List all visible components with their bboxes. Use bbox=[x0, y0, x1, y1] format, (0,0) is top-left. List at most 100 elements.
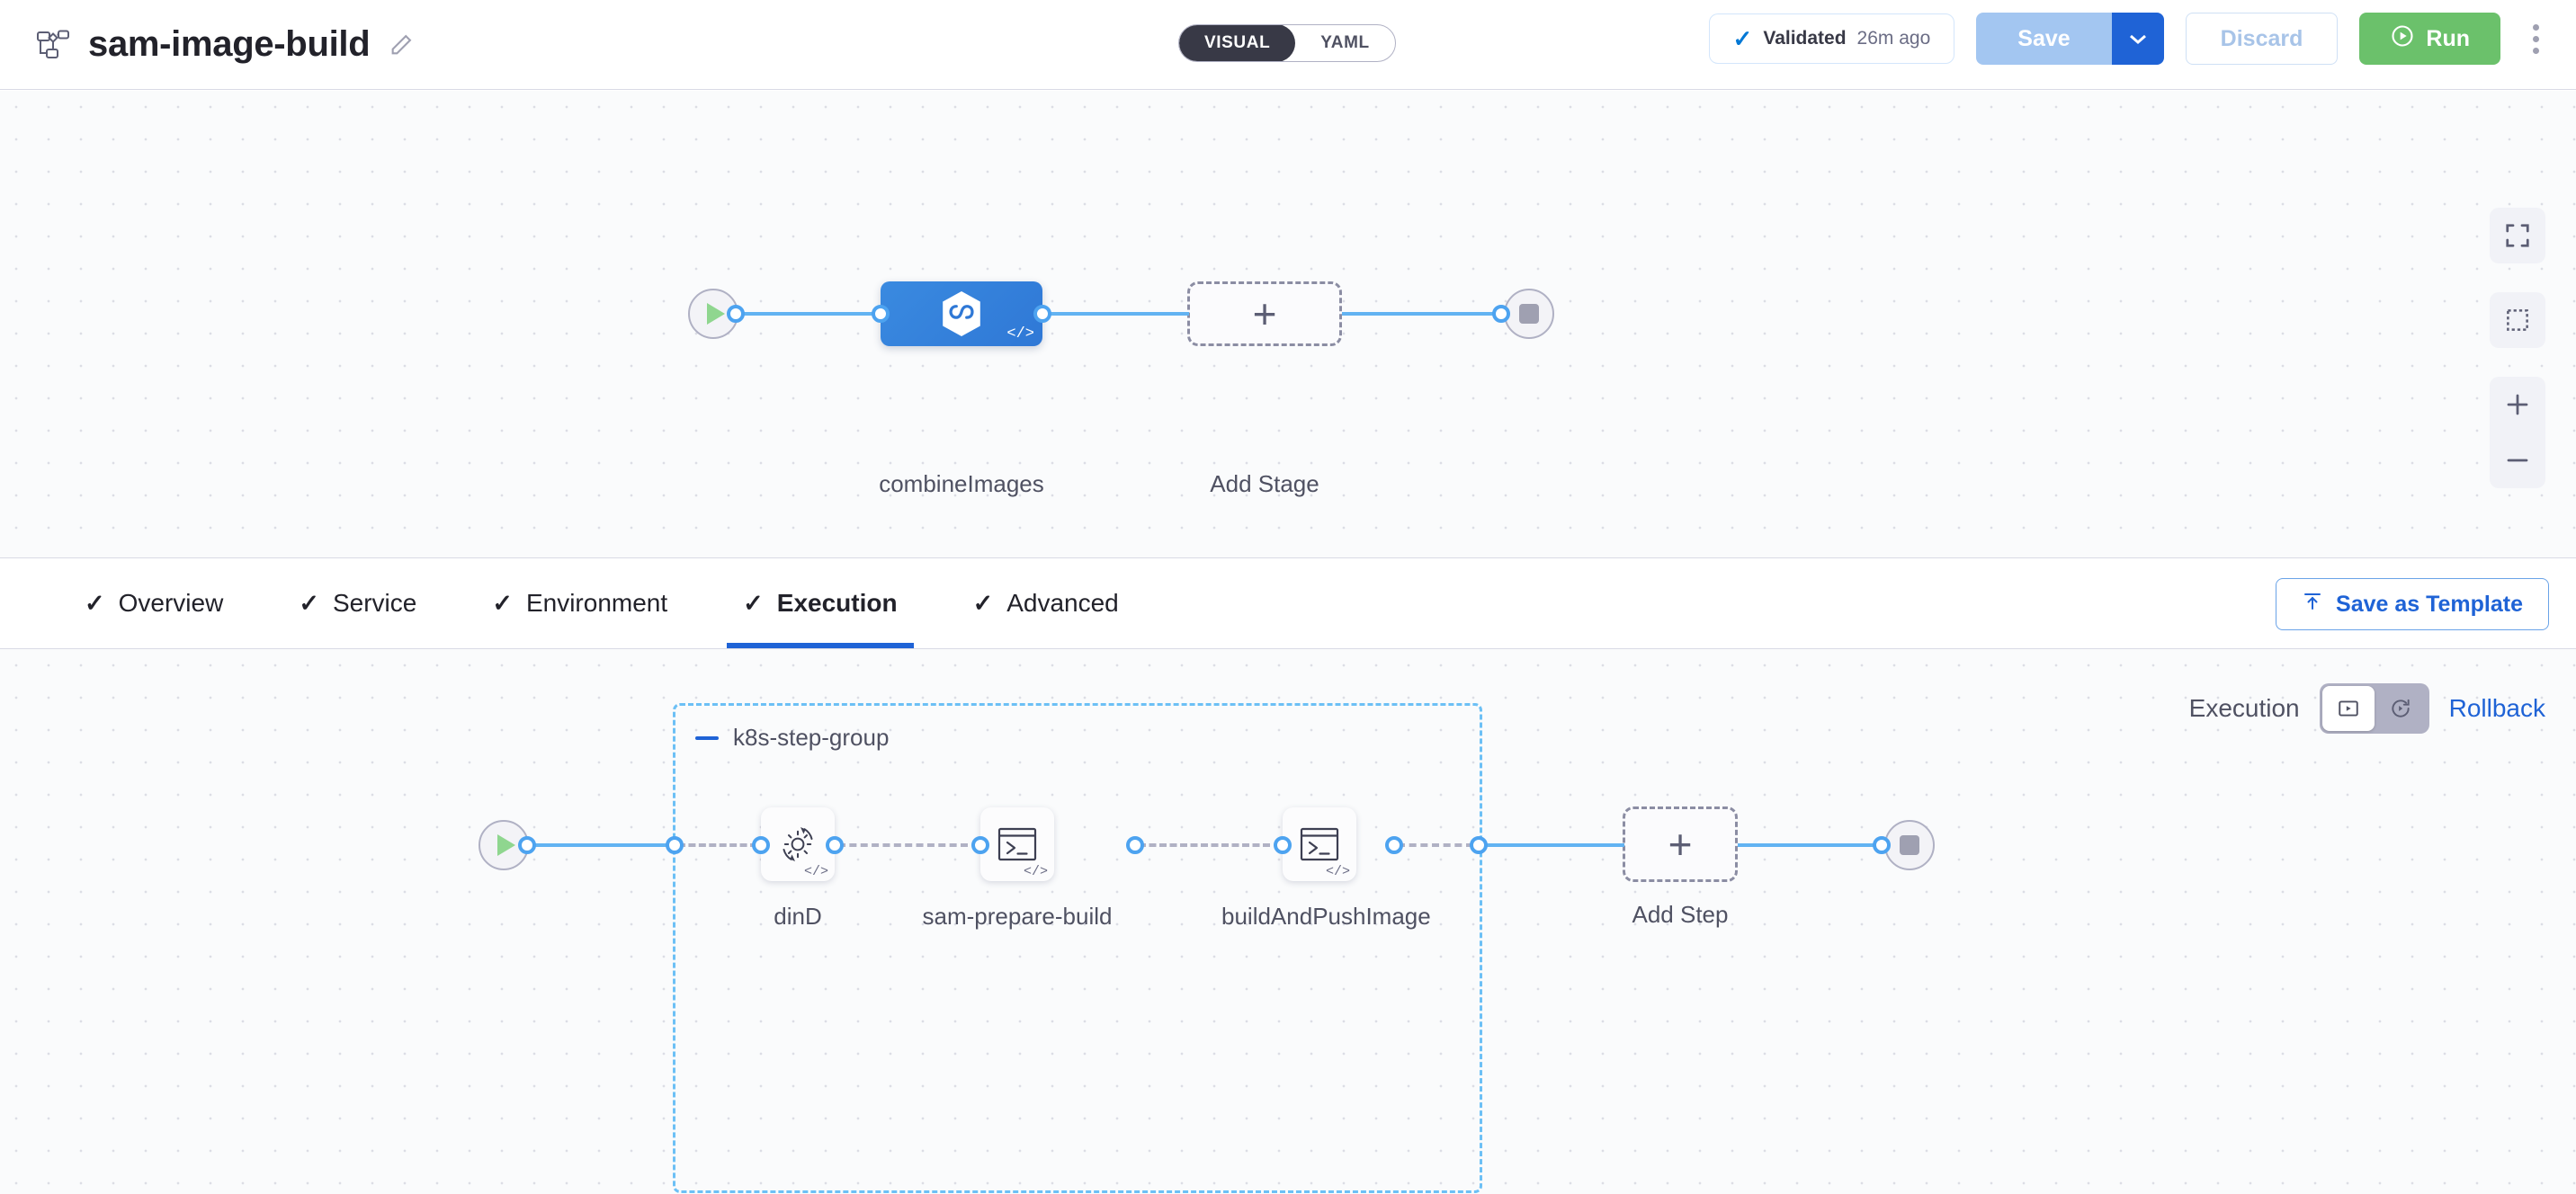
execution-view-icon[interactable] bbox=[2321, 686, 2375, 731]
status-badge-validated: ✓ Validated 26m ago bbox=[1708, 13, 1955, 64]
view-mode-toggle[interactable]: VISUAL YAML bbox=[1178, 24, 1396, 62]
step-code-badge: </> bbox=[803, 864, 828, 879]
step-dind-input-port[interactable] bbox=[752, 836, 770, 854]
start-icon bbox=[706, 303, 725, 325]
step-prepare-output-port[interactable] bbox=[1126, 836, 1144, 854]
pencil-icon[interactable] bbox=[386, 30, 416, 60]
add-stage-label: Add Stage bbox=[1210, 470, 1319, 497]
header-left-group: sam-image-build bbox=[0, 24, 416, 65]
step-dind-output-port[interactable] bbox=[826, 836, 844, 854]
check-icon: ✓ bbox=[85, 589, 105, 617]
zoom-out-icon[interactable] bbox=[2490, 432, 2545, 488]
stage-node-combineimages[interactable]: </> bbox=[881, 281, 1042, 346]
rollback-view-icon[interactable] bbox=[2375, 686, 2427, 731]
step-label-sam-prepare-build: sam-prepare-build bbox=[922, 903, 1113, 930]
stop-icon bbox=[1519, 304, 1539, 324]
template-upload-icon bbox=[2302, 591, 2323, 619]
tab-overview[interactable]: ✓ Overview bbox=[47, 558, 261, 648]
header-actions: ✓ Validated 26m ago Save Discard Run bbox=[1708, 13, 2549, 65]
step-group-k8s[interactable]: k8s-step-group bbox=[673, 703, 1482, 1193]
step-code-badge: </> bbox=[1325, 864, 1350, 879]
check-icon: ✓ bbox=[972, 589, 994, 617]
stage-canvas[interactable]: </> combineImages + Add Stage bbox=[0, 91, 2576, 557]
play-circle-icon bbox=[2390, 23, 2415, 55]
add-step-button[interactable]: + bbox=[1623, 806, 1738, 882]
discard-button[interactable]: Discard bbox=[2185, 13, 2339, 65]
minus-icon[interactable] bbox=[695, 735, 719, 740]
edge-dind-to-prepare bbox=[838, 843, 968, 847]
step-build-output-port[interactable] bbox=[1385, 836, 1403, 854]
pipeline-nodes-icon bbox=[36, 27, 72, 63]
step-code-badge: </> bbox=[1023, 864, 1048, 879]
plus-icon: + bbox=[1668, 821, 1693, 868]
end-input-port[interactable] bbox=[1492, 305, 1510, 323]
exec-end-input-port[interactable] bbox=[1873, 836, 1891, 854]
edge-group-exit bbox=[1398, 843, 1473, 847]
check-icon: ✓ bbox=[743, 589, 764, 617]
execution-label: Execution bbox=[2188, 694, 2300, 722]
start-output-port[interactable] bbox=[727, 305, 745, 323]
save-button[interactable]: Save bbox=[1976, 13, 2112, 65]
step-group-header: k8s-step-group bbox=[695, 724, 889, 752]
canvas-zoom-controls bbox=[2490, 208, 2545, 488]
execution-canvas[interactable]: Execution Rollback bbox=[0, 649, 2576, 1194]
edge-addstage-to-end bbox=[1342, 312, 1505, 316]
save-as-template-label: Save as Template bbox=[2336, 591, 2523, 617]
stage-input-port[interactable] bbox=[872, 305, 890, 323]
zoom-in-icon[interactable] bbox=[2490, 377, 2545, 432]
edge-start-to-group bbox=[531, 843, 675, 847]
view-mode-toggle-container: VISUAL YAML bbox=[1178, 24, 1396, 62]
kebab-menu-icon[interactable] bbox=[2522, 13, 2549, 65]
fit-to-screen-icon[interactable] bbox=[2490, 208, 2545, 263]
check-icon: ✓ bbox=[1732, 25, 1753, 52]
run-button[interactable]: Run bbox=[2359, 13, 2500, 65]
step-node-buildandpushimage[interactable]: </> bbox=[1283, 807, 1356, 881]
selection-box-icon[interactable] bbox=[2490, 292, 2545, 348]
stage-code-badge: </> bbox=[1006, 325, 1034, 343]
step-group-input-port[interactable] bbox=[666, 836, 684, 854]
tab-visual[interactable]: VISUAL bbox=[1179, 25, 1296, 61]
step-node-dind[interactable]: </> bbox=[761, 807, 835, 881]
tab-list: ✓ Overview ✓ Service ✓ Environment ✓ Exe… bbox=[0, 558, 1157, 648]
check-icon: ✓ bbox=[299, 589, 319, 617]
app-header: sam-image-build VISUAL YAML ✓ Validated … bbox=[0, 0, 2576, 90]
chevron-down-icon[interactable] bbox=[2111, 13, 2164, 65]
tab-label: Environment bbox=[525, 589, 668, 617]
step-build-input-port[interactable] bbox=[1274, 836, 1292, 854]
tab-label: Advanced bbox=[1006, 589, 1119, 617]
tab-environment[interactable]: ✓ Environment bbox=[454, 558, 705, 648]
step-node-sam-prepare-build[interactable]: </> bbox=[980, 807, 1054, 881]
execution-view-toggle[interactable] bbox=[2319, 683, 2429, 734]
tab-service[interactable]: ✓ Service bbox=[261, 558, 454, 648]
start-icon bbox=[496, 834, 515, 856]
step-prepare-input-port[interactable] bbox=[971, 836, 989, 854]
step-label-dind: dinD bbox=[774, 903, 822, 930]
terminal-icon bbox=[1300, 827, 1339, 861]
plus-icon: + bbox=[1252, 290, 1277, 337]
page-title: sam-image-build bbox=[88, 24, 371, 64]
validated-label: Validated bbox=[1763, 28, 1847, 49]
tab-advanced[interactable]: ✓ Advanced bbox=[935, 558, 1157, 648]
tab-label: Overview bbox=[118, 589, 224, 617]
stop-icon bbox=[1900, 835, 1919, 855]
edge-prepare-to-build bbox=[1139, 843, 1270, 847]
tab-execution[interactable]: ✓ Execution bbox=[705, 558, 935, 648]
edge-group-entry bbox=[678, 843, 757, 847]
rollback-label[interactable]: Rollback bbox=[2448, 694, 2545, 722]
check-icon: ✓ bbox=[492, 589, 513, 617]
save-as-template-button[interactable]: Save as Template bbox=[2276, 578, 2549, 630]
tab-label: Service bbox=[332, 589, 417, 617]
step-group-title: k8s-step-group bbox=[733, 724, 890, 751]
run-label: Run bbox=[2426, 25, 2470, 51]
stage-label: combineImages bbox=[879, 470, 1044, 497]
step-group-output-port[interactable] bbox=[1470, 836, 1488, 854]
stage-output-port[interactable] bbox=[1033, 305, 1051, 323]
zoom-inout-group bbox=[2490, 377, 2545, 488]
harness-cd-icon bbox=[943, 291, 980, 336]
tab-yaml[interactable]: YAML bbox=[1320, 33, 1370, 52]
exec-start-output-port[interactable] bbox=[518, 836, 536, 854]
save-split-button: Save bbox=[1976, 13, 2164, 65]
gear-rotate-icon bbox=[783, 827, 813, 861]
pipeline-end-node bbox=[1504, 289, 1554, 339]
add-stage-button[interactable]: + bbox=[1187, 281, 1342, 346]
